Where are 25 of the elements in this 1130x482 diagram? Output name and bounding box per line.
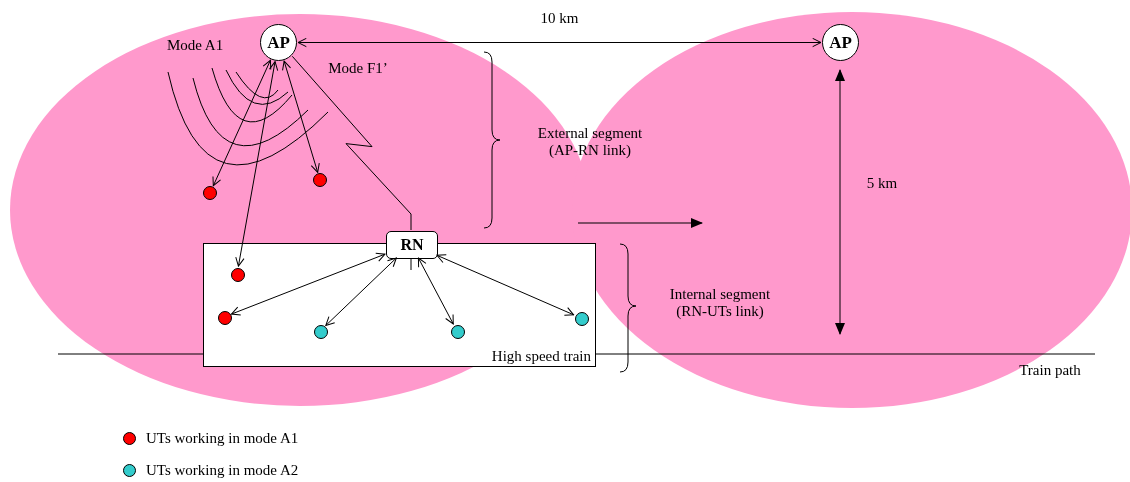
user-terminal-dot — [218, 311, 232, 325]
edge-label: 10 km — [539, 9, 580, 27]
user-terminal-dot — [231, 268, 245, 282]
distance-label: 5 km — [865, 175, 899, 192]
legend-label: UTs working in mode A1 — [146, 430, 299, 447]
arrow — [282, 60, 320, 173]
arrow — [436, 254, 575, 316]
arrow — [325, 257, 397, 326]
user-terminal-dot — [451, 325, 465, 339]
segment-label: Internal segment (RN-UTs link) — [668, 286, 772, 320]
legend-label: UTs working in mode A2 — [146, 462, 299, 479]
train-path-label: Train path — [1018, 362, 1082, 379]
mode-label: Mode F1’ — [327, 60, 389, 77]
arrow — [212, 59, 272, 187]
segment-label: External segment (AP-RN link) — [536, 125, 644, 159]
arrow — [297, 37, 822, 48]
user-terminal-dot — [314, 325, 328, 339]
relay-node-box: RN — [386, 231, 438, 259]
arrow — [417, 257, 454, 325]
arrow — [230, 252, 386, 316]
user-terminal-dot — [575, 312, 589, 326]
mode-label: Mode A1 — [165, 37, 225, 54]
arrow — [235, 61, 279, 267]
train-label: High speed train — [491, 348, 591, 365]
radio-link-line — [291, 55, 412, 231]
